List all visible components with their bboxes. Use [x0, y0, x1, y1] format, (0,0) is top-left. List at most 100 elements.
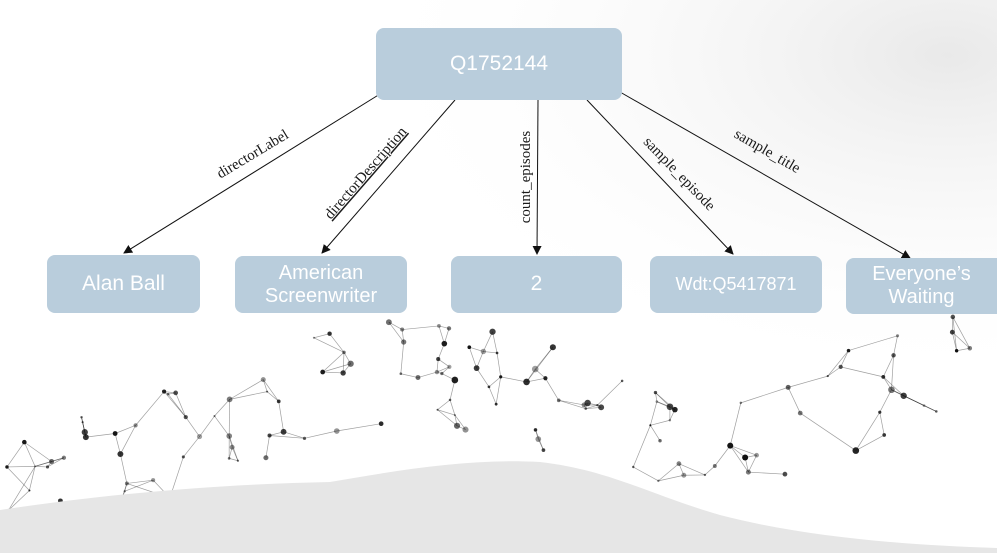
network-dot — [451, 376, 459, 384]
network-line — [126, 479, 154, 484]
network-line — [633, 466, 659, 482]
network-line — [114, 433, 121, 455]
network-dot — [922, 404, 926, 408]
network-line — [438, 358, 450, 368]
network-line — [476, 367, 490, 388]
network-line — [214, 399, 230, 417]
network-line — [228, 447, 233, 459]
network-dot — [846, 348, 851, 353]
network-dot — [499, 375, 503, 379]
network-line — [185, 416, 200, 437]
network-line — [500, 376, 527, 383]
network-dot — [523, 378, 530, 386]
network-dot — [347, 360, 354, 367]
network-dot — [541, 448, 546, 452]
network-dot — [453, 422, 461, 429]
network-dot — [263, 455, 269, 461]
network-line — [6, 466, 30, 491]
network-dot — [226, 433, 233, 439]
network-line — [29, 466, 36, 491]
network-dot — [467, 345, 472, 350]
edge-line-directordescription — [321, 99, 456, 254]
network-line — [124, 479, 154, 492]
edge-label-directordescription: directorDescription — [322, 124, 411, 223]
network-line — [558, 399, 586, 410]
network-dot — [584, 407, 588, 410]
network-dot — [754, 452, 759, 458]
network-line — [730, 445, 746, 458]
network-dot — [549, 344, 556, 351]
network-line — [304, 430, 337, 439]
network-dot — [739, 401, 743, 405]
network-line — [262, 379, 268, 392]
network-dot — [437, 324, 441, 328]
edge-label-sample-episode: sample_episode — [640, 134, 718, 214]
network-line — [534, 347, 554, 370]
network-dot — [340, 370, 346, 376]
network-dot — [385, 319, 392, 326]
network-dot — [34, 465, 37, 468]
network-dot — [895, 334, 900, 338]
network-line — [8, 466, 36, 511]
network-line — [655, 392, 671, 408]
network-line — [800, 412, 856, 451]
node-sample-episode-id: Wdt:Q5417871 — [650, 256, 822, 313]
network-dot — [446, 326, 452, 331]
network-line — [167, 393, 187, 418]
network-dot — [226, 396, 233, 403]
network-line — [342, 352, 345, 373]
network-line — [400, 373, 419, 378]
network-dot — [954, 349, 959, 353]
network-dot — [672, 406, 678, 413]
network-line — [266, 391, 279, 402]
network-line — [6, 466, 36, 468]
network-line — [322, 363, 351, 373]
network-line — [879, 412, 885, 436]
network-dot — [447, 364, 452, 369]
network-dot — [151, 478, 156, 483]
network-line — [388, 322, 404, 343]
network-dot — [703, 473, 707, 477]
network-dot — [935, 410, 938, 413]
network-line — [163, 391, 187, 418]
network-dot — [489, 328, 496, 335]
network-dot — [584, 399, 591, 407]
edge-line-directorlabel — [123, 93, 381, 254]
network-dot — [436, 408, 439, 411]
network-dot — [196, 434, 203, 440]
network-dot — [487, 385, 491, 389]
network-line — [840, 366, 884, 378]
network-line — [265, 435, 270, 458]
network-line — [476, 351, 484, 369]
network-dot — [161, 389, 167, 394]
network-dot — [213, 414, 216, 418]
network-line — [85, 433, 116, 438]
network-dot — [342, 350, 346, 355]
network-line — [8, 490, 30, 511]
network-dot — [81, 429, 88, 436]
network-dot — [681, 472, 687, 478]
network-dot — [632, 465, 635, 469]
network-line — [891, 389, 937, 412]
network-dot — [967, 346, 973, 351]
network-dot — [415, 375, 421, 381]
node-alan-ball: Alan Ball — [47, 255, 200, 313]
network-line — [6, 441, 25, 468]
node-american-screenwriter: American Screenwriter — [235, 256, 407, 313]
network-dot — [183, 415, 188, 420]
network-line — [322, 352, 345, 373]
network-dot — [882, 433, 887, 437]
network-dot — [82, 434, 89, 441]
network-line — [283, 431, 305, 439]
network-line — [34, 461, 52, 467]
network-dot — [124, 481, 129, 486]
network-dot — [312, 336, 315, 339]
network-dot — [494, 402, 498, 406]
network-line — [650, 419, 670, 426]
network-line — [526, 347, 554, 383]
network-line — [558, 399, 585, 406]
network-line — [483, 351, 498, 354]
network-dot — [49, 458, 55, 465]
edge-line-sample-title — [619, 91, 911, 259]
network-dot — [260, 377, 266, 383]
